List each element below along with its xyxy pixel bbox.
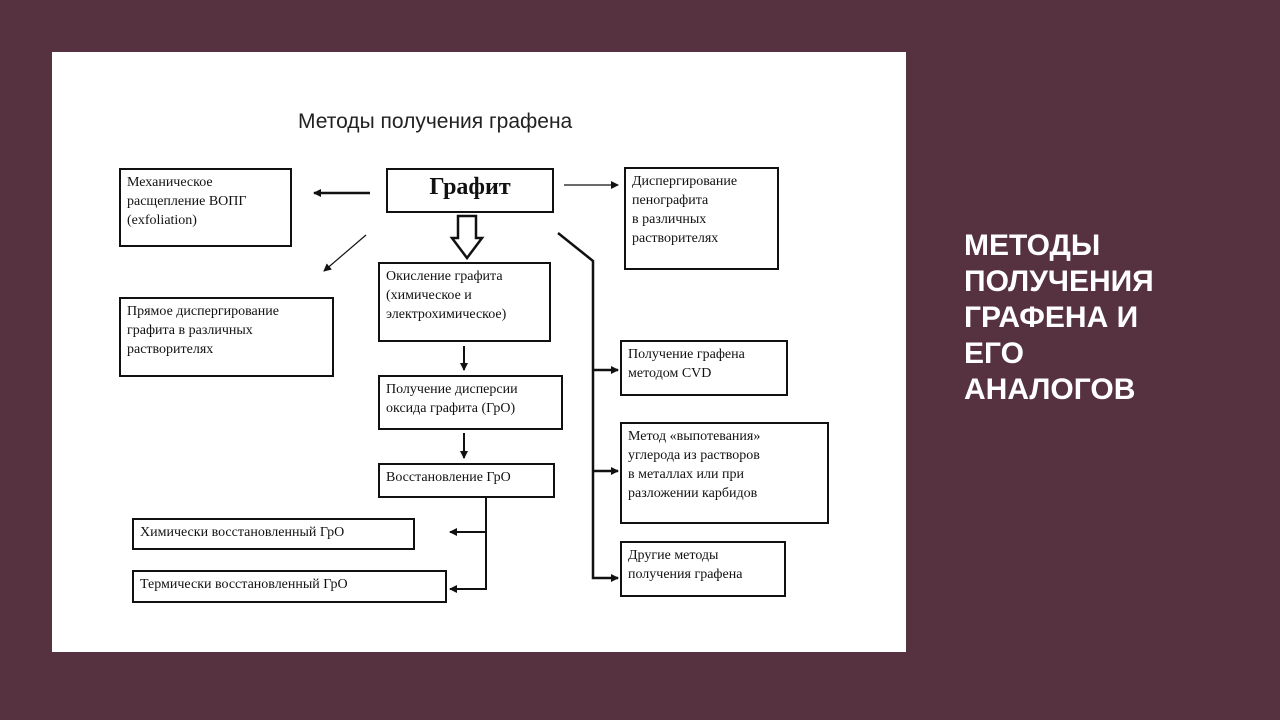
mechanical-node: Механическое расщепление ВОПГ (exfoliati… [119,168,292,247]
connector-arrows [313,181,619,593]
cvd-node: Получение графена методом CVD [620,340,788,396]
other-methods-node: Другие методы получения графена [620,541,786,597]
sweating-node: Метод «выпотевания» углерода из растворо… [620,422,829,524]
arrow-to-direct [323,234,367,272]
foam-dispersion-node: Диспергирование пенографита в различных … [624,167,779,270]
oxidation-node: Окисление графита (химическое и электрох… [378,262,551,342]
diagram-title: Методы получения графена [298,110,573,133]
hollow-arrow-to-oxidation [449,214,485,261]
reduction-branch-line [449,498,487,593]
go-dispersion-node: Получение дисперсии оксида графита (ГрО) [378,375,563,430]
chem-reduced-node: Химически восстановленный ГрО [132,518,415,550]
go-reduction-node: Восстановление ГрО [378,463,555,498]
right-trunk-line [557,232,619,582]
diagram-panel: Методы получения графена Графит Механиче… [52,52,906,652]
thermal-reduced-node: Термически восстановленный ГрО [132,570,447,603]
slide-heading: МЕТОДЫ ПОЛУЧЕНИЯ ГРАФЕНА И ЕГО АНАЛОГОВ [964,229,1154,406]
graphite-node: Графит [386,168,554,213]
direct-dispersion-node: Прямое диспергирование графита в различн… [119,297,334,377]
